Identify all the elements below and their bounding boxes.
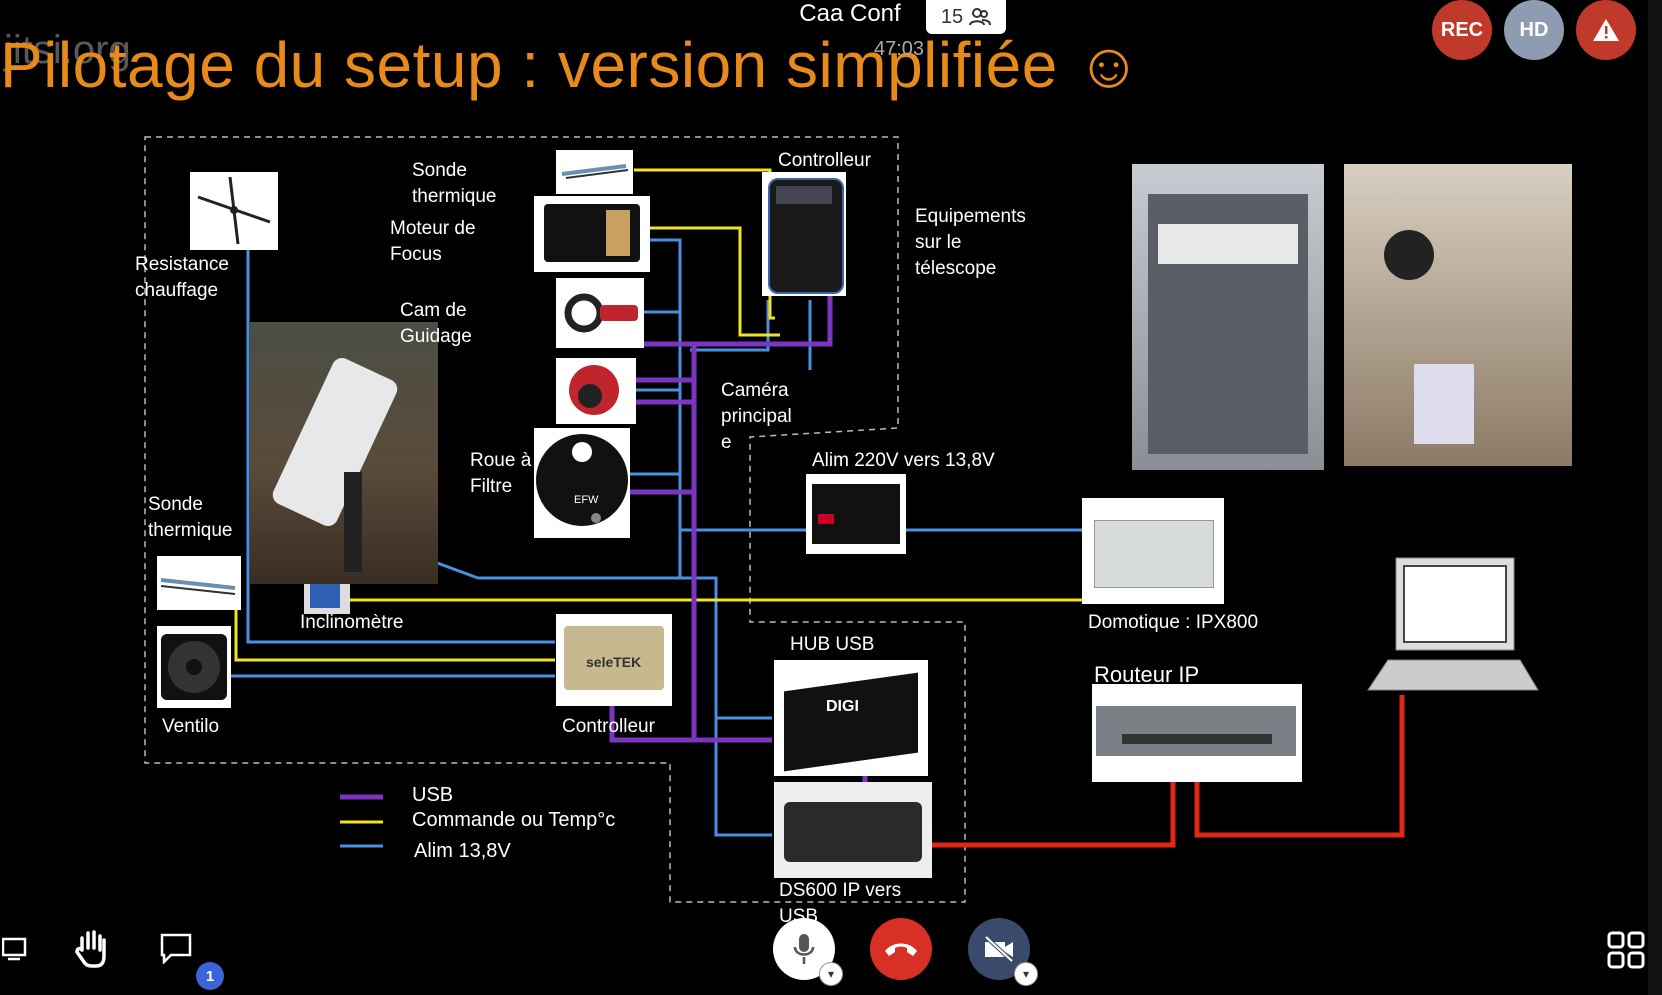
label-inclinometre: Inclinomètre xyxy=(300,612,404,633)
telescope-enclosure xyxy=(144,136,966,903)
electrical-cabinet-photo xyxy=(1132,164,1324,470)
warning-button[interactable] xyxy=(1576,0,1636,60)
camera-off-icon xyxy=(984,935,1014,963)
camera-options-caret[interactable]: ▾ xyxy=(1014,962,1038,986)
raise-hand-icon xyxy=(75,930,106,968)
slide-title: Pilotage du setup : version simplifiée ☺ xyxy=(0,29,1142,101)
usb-hub-image: DIGI xyxy=(774,660,928,776)
telescope-photo xyxy=(250,322,438,584)
label-moteur: Moteur de Focus xyxy=(390,218,476,265)
chat-icon xyxy=(160,933,192,964)
hangup-icon xyxy=(885,943,917,956)
microphone-button[interactable]: ▾ xyxy=(773,918,843,986)
participants-count: 15 xyxy=(940,5,964,28)
label-routeur: Routeur IP xyxy=(1094,662,1200,687)
chat-unread-badge: 1 xyxy=(196,962,224,990)
participants-count-button[interactable]: 15 xyxy=(926,0,1006,34)
screen-share-button[interactable] xyxy=(0,928,30,968)
efw-label: EFW xyxy=(574,494,599,506)
temp-probe-left-image xyxy=(157,556,241,610)
heating-resistance-image xyxy=(190,172,278,250)
microphone-icon xyxy=(793,934,815,964)
ds600-image xyxy=(774,782,932,878)
label-camera-principale: Caméra principal e xyxy=(721,380,792,453)
label-domotique: Domotique : IPX800 xyxy=(1088,612,1259,633)
label-controleur-top: Controlleur xyxy=(778,150,871,171)
right-edge-panel xyxy=(1648,0,1662,995)
participants-icon xyxy=(969,8,992,26)
label-sonde-top: Sonde thermique xyxy=(412,160,497,207)
raise-hand-button[interactable] xyxy=(70,926,114,970)
label-roue: Roue à Filtre xyxy=(470,450,532,497)
power-supply-image xyxy=(806,474,906,554)
seletek-label: seleTEK xyxy=(586,654,642,670)
hd-badge[interactable]: HD xyxy=(1504,0,1564,60)
label-controleur-bottom: Controlleur xyxy=(562,716,655,737)
label-sonde-left: Sonde thermique xyxy=(148,494,233,541)
camera-button[interactable]: ▾ xyxy=(968,918,1038,986)
tile-view-icon xyxy=(1607,931,1645,969)
label-cam-guidage: Cam de Guidage xyxy=(400,300,472,347)
focus-motor-image xyxy=(534,196,650,272)
guide-camera-image xyxy=(556,278,644,348)
warning-icon xyxy=(1593,19,1619,41)
hangup-button[interactable] xyxy=(870,918,932,980)
recording-badge[interactable]: REC xyxy=(1432,0,1492,60)
temp-probe-top-image xyxy=(556,150,633,194)
legend-usb: USB xyxy=(412,784,454,806)
legend-cmd: Commande ou Temp°c xyxy=(412,809,616,831)
tile-view-button[interactable] xyxy=(1604,928,1648,972)
legend-alim: Alim 13,8V xyxy=(414,840,511,862)
controller-top-image xyxy=(762,172,846,296)
jitsi-watermark: jitsi.org xyxy=(4,28,131,72)
screen-share-icon xyxy=(2,937,27,961)
filter-wheel-image: EFW xyxy=(534,428,630,538)
laptop-image xyxy=(1366,556,1540,698)
fan-image xyxy=(157,626,231,708)
meeting-timer: 47:03 xyxy=(874,38,925,60)
main-camera-image xyxy=(556,358,636,424)
microphone-options-caret[interactable]: ▾ xyxy=(819,962,843,986)
label-alim: Alim 220V vers 13,8V xyxy=(812,450,995,471)
seletek-controller-image: seleTEK xyxy=(556,614,672,706)
label-hub-usb: HUB USB xyxy=(790,634,875,655)
label-equipements: Equipements sur le télescope xyxy=(915,206,1026,279)
observatory-interior-photo xyxy=(1344,164,1572,466)
digi-label: DIGI xyxy=(826,698,859,715)
router-image xyxy=(1092,684,1302,782)
label-ventilo: Ventilo xyxy=(162,716,220,737)
ipx800-image xyxy=(1082,498,1224,604)
conference-name: Caa Conf xyxy=(799,0,901,27)
chat-button[interactable] xyxy=(154,926,198,970)
label-resistance: Resistance chauffage xyxy=(135,254,229,301)
